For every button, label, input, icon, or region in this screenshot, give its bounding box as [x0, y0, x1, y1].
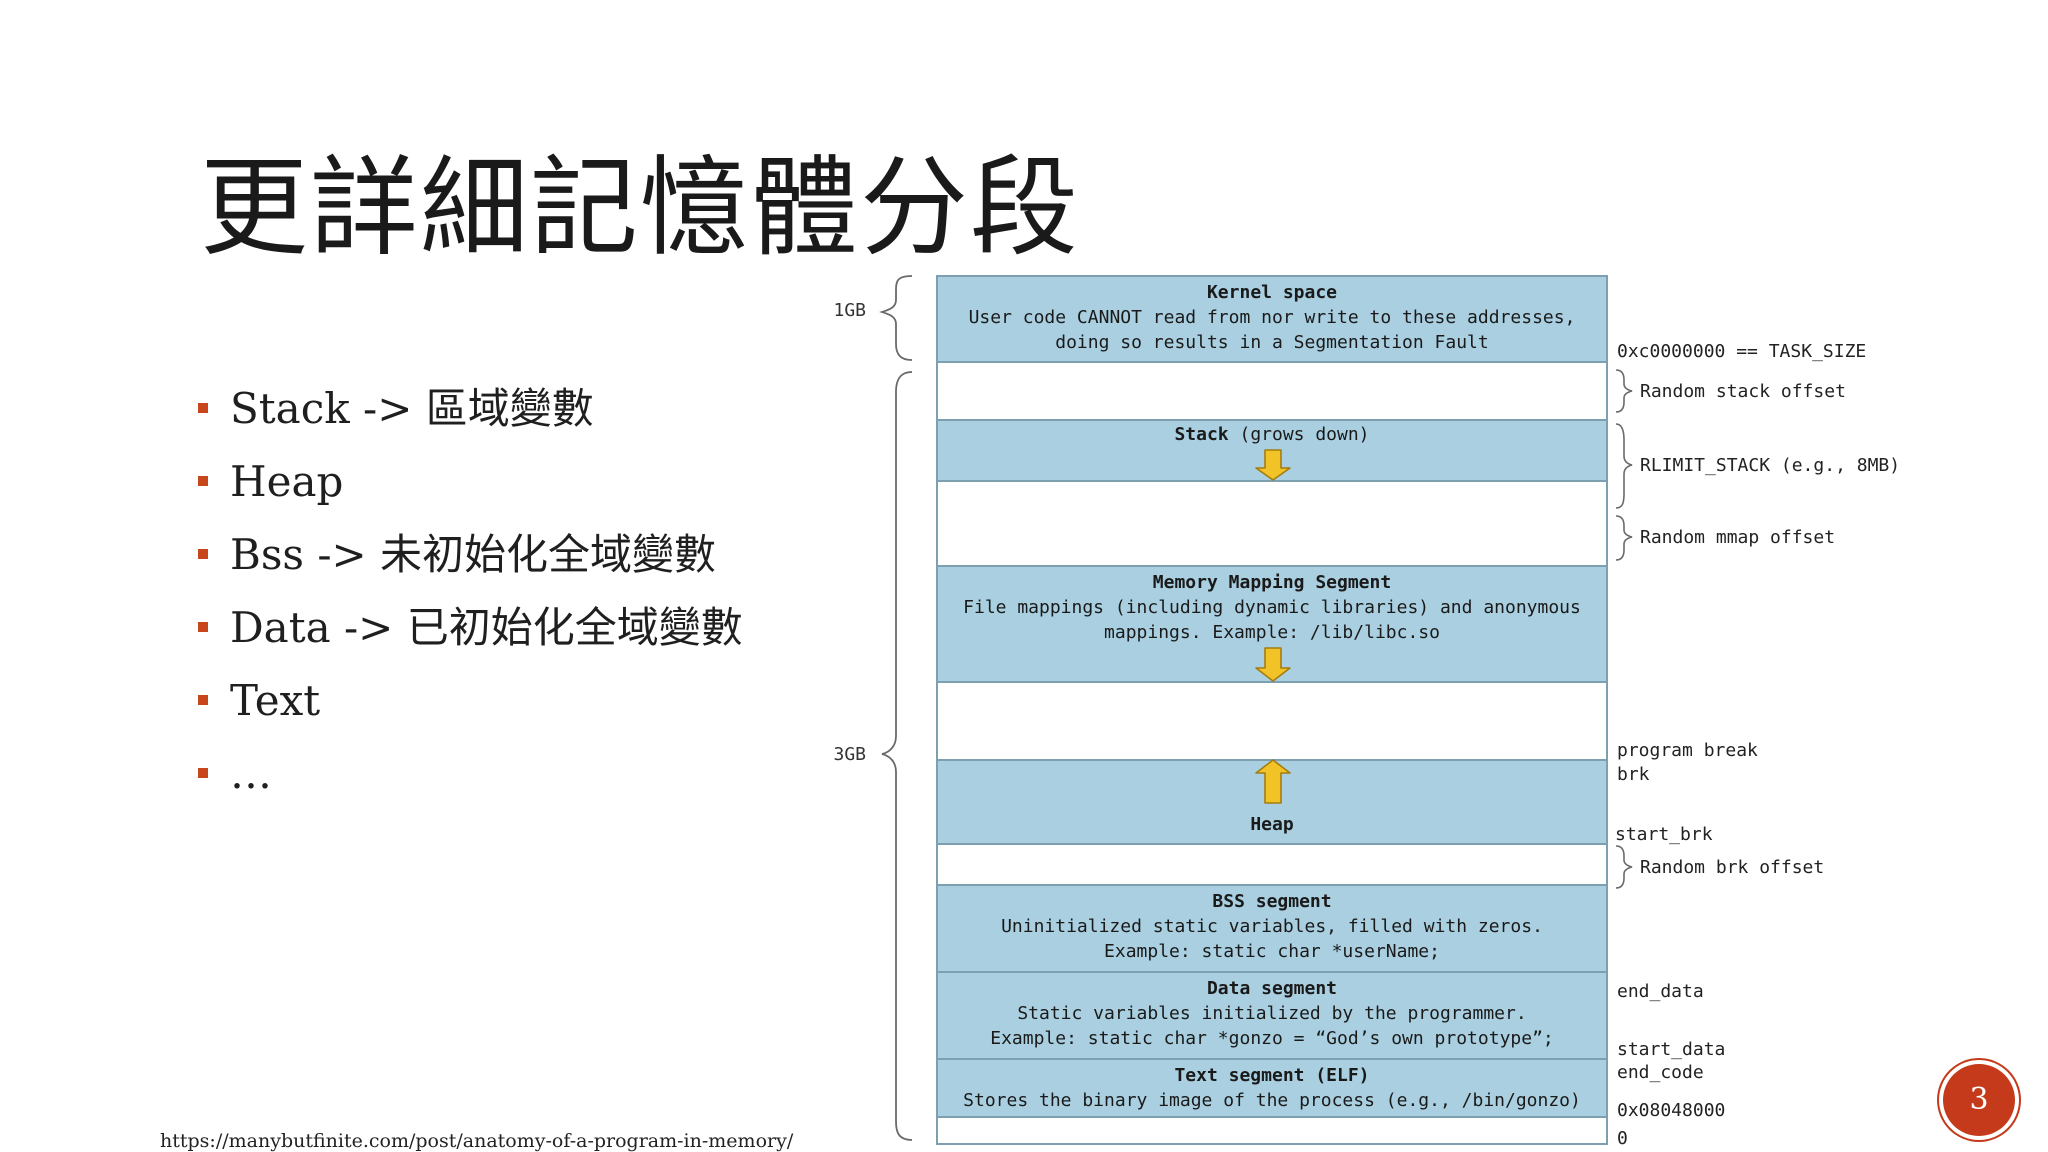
- kernel-brace-icon: [879, 275, 913, 361]
- segment-mmap-desc: File mappings (including dynamic librari…: [963, 597, 1581, 618]
- segment-gap-bottom: [936, 1116, 1608, 1145]
- segment-gap-stack-offset: [936, 361, 1608, 421]
- bullet-stack: Stack -> 區域變數: [195, 372, 743, 445]
- segment-text-title: Text segment (ELF): [1174, 1065, 1369, 1086]
- bullet-text: Heap: [230, 457, 344, 506]
- bullet-marker-icon: [198, 768, 208, 778]
- task-size-label: 0xc0000000 == TASK_SIZE: [1617, 341, 1866, 362]
- bullet-marker-icon: [198, 695, 208, 705]
- bullet-text: Data -> 已初始化全域變數: [230, 603, 743, 652]
- segment-stack-title: Stack (grows down): [1174, 424, 1369, 445]
- segment-heap-title: Heap: [1250, 814, 1294, 835]
- segment-gap-rlimit: [936, 480, 1608, 567]
- stack-offset-brace-icon: [1615, 369, 1633, 413]
- segment-gap-brk-offset: [936, 843, 1608, 886]
- program-break-label: program break: [1617, 740, 1758, 761]
- bullet-text: Text: [230, 676, 321, 725]
- segment-mmap-title: Memory Mapping Segment: [1153, 572, 1391, 593]
- bullet-data: Data -> 已初始化全域變數: [195, 591, 743, 664]
- bullet-marker-icon: [198, 549, 208, 559]
- bullet-marker-icon: [198, 403, 208, 413]
- bullet-text-segment: Text: [195, 664, 743, 737]
- segment-data: [936, 971, 1608, 1060]
- segment-data-desc: Example: static char *gonzo = “God’s own…: [990, 1028, 1554, 1049]
- user-brace-icon: [881, 371, 913, 1141]
- segment-bss-desc: Example: static char *userName;: [1104, 941, 1440, 962]
- rlimit-brace-icon: [1615, 423, 1633, 509]
- rlimit-stack-label: RLIMIT_STACK (e.g., 8MB): [1640, 455, 1900, 476]
- segment-bss-desc: Uninitialized static variables, filled w…: [1001, 916, 1543, 937]
- bullet-marker-icon: [198, 476, 208, 486]
- bullet-marker-icon: [198, 622, 208, 632]
- segment-text-desc: Stores the binary image of the process (…: [963, 1090, 1581, 1111]
- end-code-label: end_code: [1617, 1062, 1704, 1083]
- bullet-list: Stack -> 區域變數 Heap Bss -> 未初始化全域變數 Data …: [195, 372, 743, 810]
- bullet-ellipsis: …: [195, 737, 743, 810]
- random-mmap-offset-label: Random mmap offset: [1640, 527, 1835, 548]
- segment-bss-title: BSS segment: [1212, 891, 1331, 912]
- segment-kernel-title: Kernel space: [1207, 282, 1337, 303]
- text-start-address-label: 0x08048000: [1617, 1100, 1725, 1121]
- segment-mmap-desc: mappings. Example: /lib/libc.so: [1104, 622, 1440, 643]
- segment-bss: [936, 884, 1608, 973]
- mmap-offset-brace-icon: [1615, 515, 1633, 561]
- user-size-label: 3GB: [833, 744, 866, 765]
- page-number-badge: 3: [1943, 1064, 2015, 1136]
- segment-kernel: [936, 275, 1608, 363]
- segment-kernel-desc: User code CANNOT read from nor write to …: [969, 307, 1576, 328]
- brk-label: brk: [1617, 764, 1650, 785]
- random-brk-offset-label: Random brk offset: [1640, 857, 1824, 878]
- bullet-text: Bss -> 未初始化全域變數: [230, 530, 717, 579]
- start-data-label: start_data: [1617, 1039, 1725, 1060]
- source-url: https://manybutfinite.com/post/anatomy-o…: [160, 1130, 794, 1152]
- zero-address-label: 0: [1617, 1128, 1628, 1149]
- slide-title: 更詳細記憶體分段: [200, 146, 1081, 271]
- random-stack-offset-label: Random stack offset: [1640, 381, 1846, 402]
- bullet-text: Stack -> 區域變數: [230, 384, 594, 433]
- segment-kernel-desc: doing so results in a Segmentation Fault: [1055, 332, 1488, 353]
- mmap-grows-down-arrow-icon: [1255, 647, 1291, 682]
- segment-gap-heap: [936, 681, 1608, 761]
- end-data-label: end_data: [1617, 981, 1704, 1002]
- bullet-heap: Heap: [195, 445, 743, 518]
- segment-text: [936, 1058, 1608, 1118]
- stack-grows-down-arrow-icon: [1255, 449, 1291, 481]
- kernel-size-label: 1GB: [833, 300, 866, 321]
- heap-grows-up-arrow-icon: [1255, 759, 1291, 804]
- brk-offset-brace-icon: [1615, 845, 1633, 889]
- start-brk-label: start_brk: [1615, 824, 1713, 845]
- bullet-bss: Bss -> 未初始化全域變數: [195, 518, 743, 591]
- segment-data-desc: Static variables initialized by the prog…: [1017, 1003, 1526, 1024]
- bullet-text: …: [230, 749, 272, 798]
- segment-data-title: Data segment: [1207, 978, 1337, 999]
